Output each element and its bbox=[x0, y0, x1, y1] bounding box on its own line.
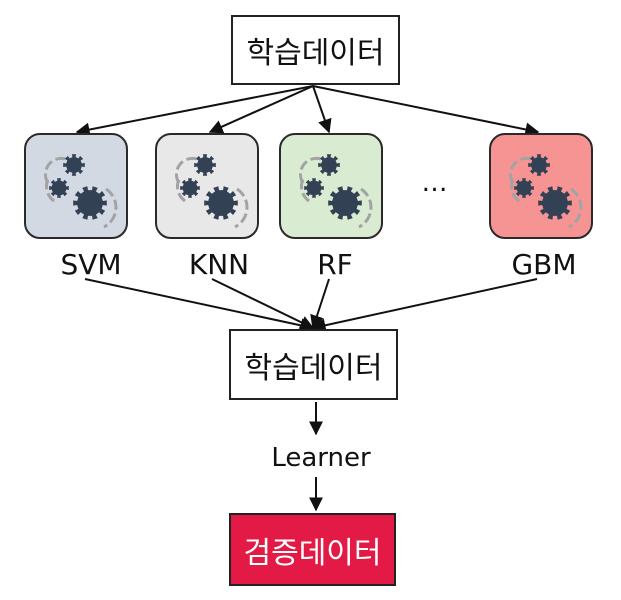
gears-icon bbox=[43, 154, 118, 229]
learner-label: Learner bbox=[271, 443, 371, 473]
gears-icon bbox=[508, 154, 583, 229]
model-label-gbm: GBM bbox=[511, 248, 577, 281]
model-tile-rf bbox=[279, 133, 383, 239]
arrow-from-svm bbox=[84, 278, 315, 333]
arrow-to-rf bbox=[312, 85, 332, 134]
gears-icon bbox=[298, 154, 373, 229]
training-data-label-top: 학습데이터 bbox=[246, 36, 385, 71]
training-data-label-middle: 학습데이터 bbox=[244, 350, 383, 386]
arrow-to-gbm bbox=[312, 85, 540, 137]
gears-icon bbox=[174, 154, 249, 229]
arrow-from-rf bbox=[310, 278, 330, 330]
model-tile-svm bbox=[24, 133, 128, 239]
validation-data-box: 검증데이터 bbox=[229, 513, 396, 586]
arrow-to-svm bbox=[75, 85, 314, 137]
training-data-box-middle: 학습데이터 bbox=[229, 329, 398, 400]
arrow-from-knn bbox=[211, 278, 315, 329]
arrow-from-gbm bbox=[311, 278, 538, 333]
model-tile-knn bbox=[155, 133, 259, 239]
model-label-rf: RF bbox=[317, 248, 353, 281]
training-data-box-top: 학습데이터 bbox=[231, 15, 400, 85]
model-label-knn: KNN bbox=[188, 248, 250, 281]
model-tile-gbm bbox=[489, 133, 593, 239]
validation-data-label: 검증데이터 bbox=[243, 535, 382, 571]
more-models-ellipsis: … bbox=[421, 168, 449, 198]
arrow-to-knn bbox=[208, 85, 314, 134]
model-label-svm: SVM bbox=[60, 248, 122, 281]
